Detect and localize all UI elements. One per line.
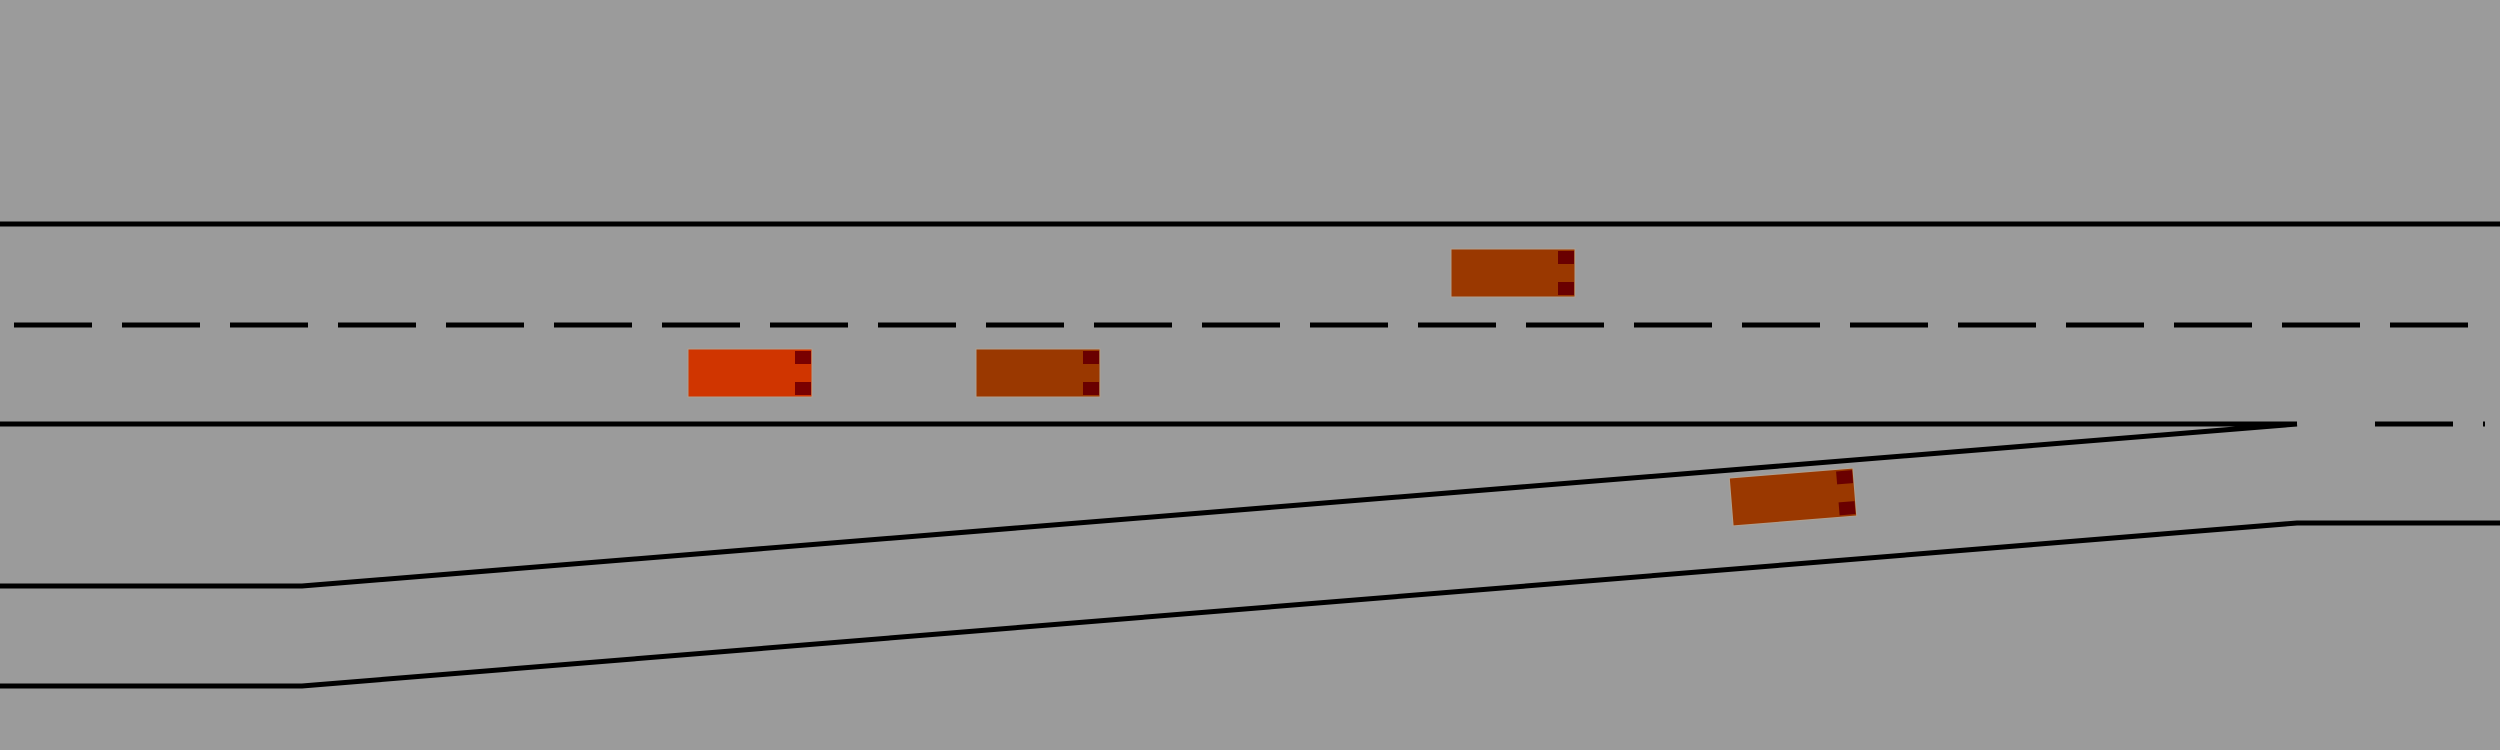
vehicle-body (687, 348, 813, 398)
ramp-upper-edge (0, 421, 2298, 589)
vehicle-body (975, 348, 1101, 398)
vehicle-body (1450, 248, 1576, 298)
headlight-right (795, 382, 811, 395)
headlight-left (1083, 351, 1099, 364)
ramp-lower-edge (0, 520, 2500, 689)
vehicle (1728, 467, 1858, 527)
ego-vehicle (687, 348, 813, 398)
headlight-left (1558, 251, 1574, 264)
vehicle (1450, 248, 1576, 298)
vehicle-body (1728, 467, 1858, 527)
headlight-right (1838, 501, 1856, 516)
vehicle-layer (687, 248, 1858, 527)
headlight-right (1083, 382, 1099, 395)
headlight-left (1836, 470, 1854, 485)
headlight-right (1558, 282, 1574, 295)
headlight-left (795, 351, 811, 364)
vehicle (975, 348, 1101, 398)
